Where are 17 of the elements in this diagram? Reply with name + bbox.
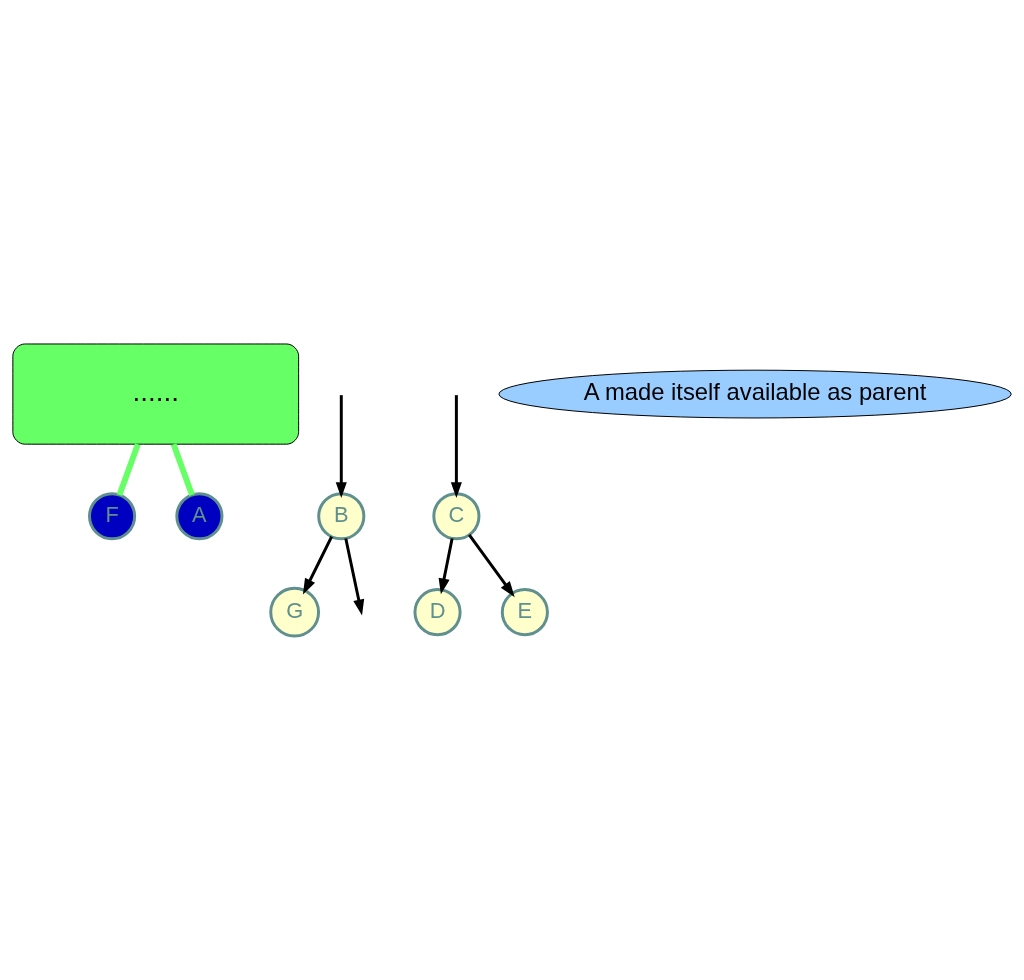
arrow	[468, 534, 515, 598]
arrow	[335, 395, 347, 499]
connector	[116, 443, 141, 497]
arrow	[450, 395, 462, 499]
node-box: ......	[12, 343, 300, 445]
node-circle: D	[413, 588, 462, 637]
arrow	[438, 538, 454, 595]
node-ellipse: A made itself available as parent	[498, 369, 1012, 419]
arrow	[302, 536, 333, 595]
node-circle: F	[88, 492, 137, 541]
node-circle: C	[432, 492, 481, 541]
node-circle: A	[175, 492, 224, 541]
node-circle: G	[269, 586, 321, 638]
arrow	[344, 538, 365, 616]
node-circle: B	[317, 492, 366, 541]
connector	[170, 443, 195, 497]
node-circle: E	[500, 588, 549, 637]
